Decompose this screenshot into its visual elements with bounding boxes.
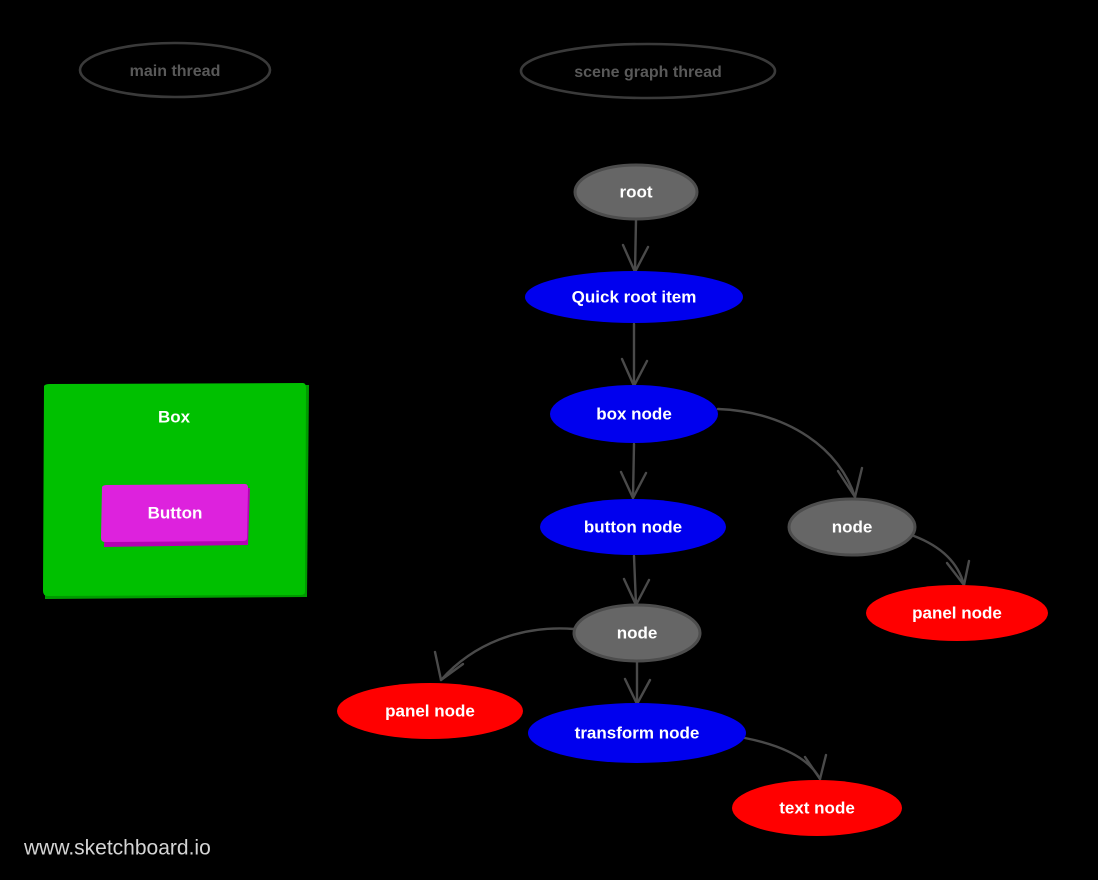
node-panel-node-left[interactable]: panel node: [337, 683, 523, 739]
node-shape: [732, 780, 902, 836]
node-shape: [528, 703, 746, 763]
thread-main-thread[interactable]: main thread: [78, 41, 272, 99]
edge-line: [912, 534, 966, 587]
node-shape: [573, 163, 699, 221]
edge-transform-node-to-text-node: [743, 736, 828, 781]
node-box-node[interactable]: box node: [550, 385, 718, 443]
node-shape: [787, 497, 917, 557]
button-fill: [101, 484, 248, 542]
node-shape: [572, 603, 702, 663]
edge-line: [631, 442, 636, 500]
edge-arrowhead: [619, 470, 648, 500]
node-node-center[interactable]: node: [572, 603, 702, 663]
node-root[interactable]: root: [573, 163, 699, 221]
edge-quick-root-item-to-box-node: [620, 322, 649, 388]
node-button-node[interactable]: button node: [540, 499, 726, 555]
node-shape: [540, 499, 726, 555]
edge-arrowhead: [836, 466, 864, 499]
edges-group: [433, 218, 971, 781]
nodes-group: root Quick root item box node node butto…: [337, 163, 1048, 836]
edge-button-node-to-node-center: [622, 554, 651, 607]
node-quick-root-item[interactable]: Quick root item: [525, 271, 743, 323]
edge-arrowhead: [803, 753, 828, 781]
edge-line: [743, 736, 822, 781]
edge-line: [439, 627, 576, 682]
edge-box-node-to-node-right: [716, 407, 864, 499]
edge-root-to-quick-root-item: [621, 218, 650, 274]
main-thread-ellipse: [78, 41, 272, 99]
edge-arrowhead: [945, 559, 971, 587]
button-widget[interactable]: Button: [101, 484, 250, 547]
node-shape: [525, 271, 743, 323]
edge-node-right-to-panel-node-right: [912, 534, 971, 587]
scene-graph-thread-label: scene graph thread: [574, 64, 722, 81]
edge-line: [632, 554, 638, 607]
edge-arrowhead: [433, 650, 465, 682]
edge-line: [716, 407, 857, 499]
node-text-node[interactable]: text node: [732, 780, 902, 836]
node-panel-node-right[interactable]: panel node: [866, 585, 1048, 641]
main-thread-label: main thread: [130, 63, 221, 80]
thread-scene-graph-thread[interactable]: scene graph thread: [519, 42, 777, 100]
node-shape: [866, 585, 1048, 641]
node-shape: [550, 385, 718, 443]
thread-group: main thread scene graph thread: [78, 41, 777, 100]
edge-line: [633, 218, 638, 274]
node-shape: [337, 683, 523, 739]
scene-graph-thread-ellipse: [519, 42, 777, 100]
edge-node-center-to-transform-node: [623, 659, 652, 706]
node-transform-node[interactable]: transform node: [528, 703, 746, 763]
edge-node-center-to-panel-node-left: [433, 627, 576, 682]
ui-mockup-group: Box Button: [43, 383, 309, 599]
watermark-label: www.sketchboard.io: [23, 837, 211, 860]
node-node-right[interactable]: node: [787, 497, 917, 557]
edge-box-node-to-button-node: [619, 442, 648, 500]
